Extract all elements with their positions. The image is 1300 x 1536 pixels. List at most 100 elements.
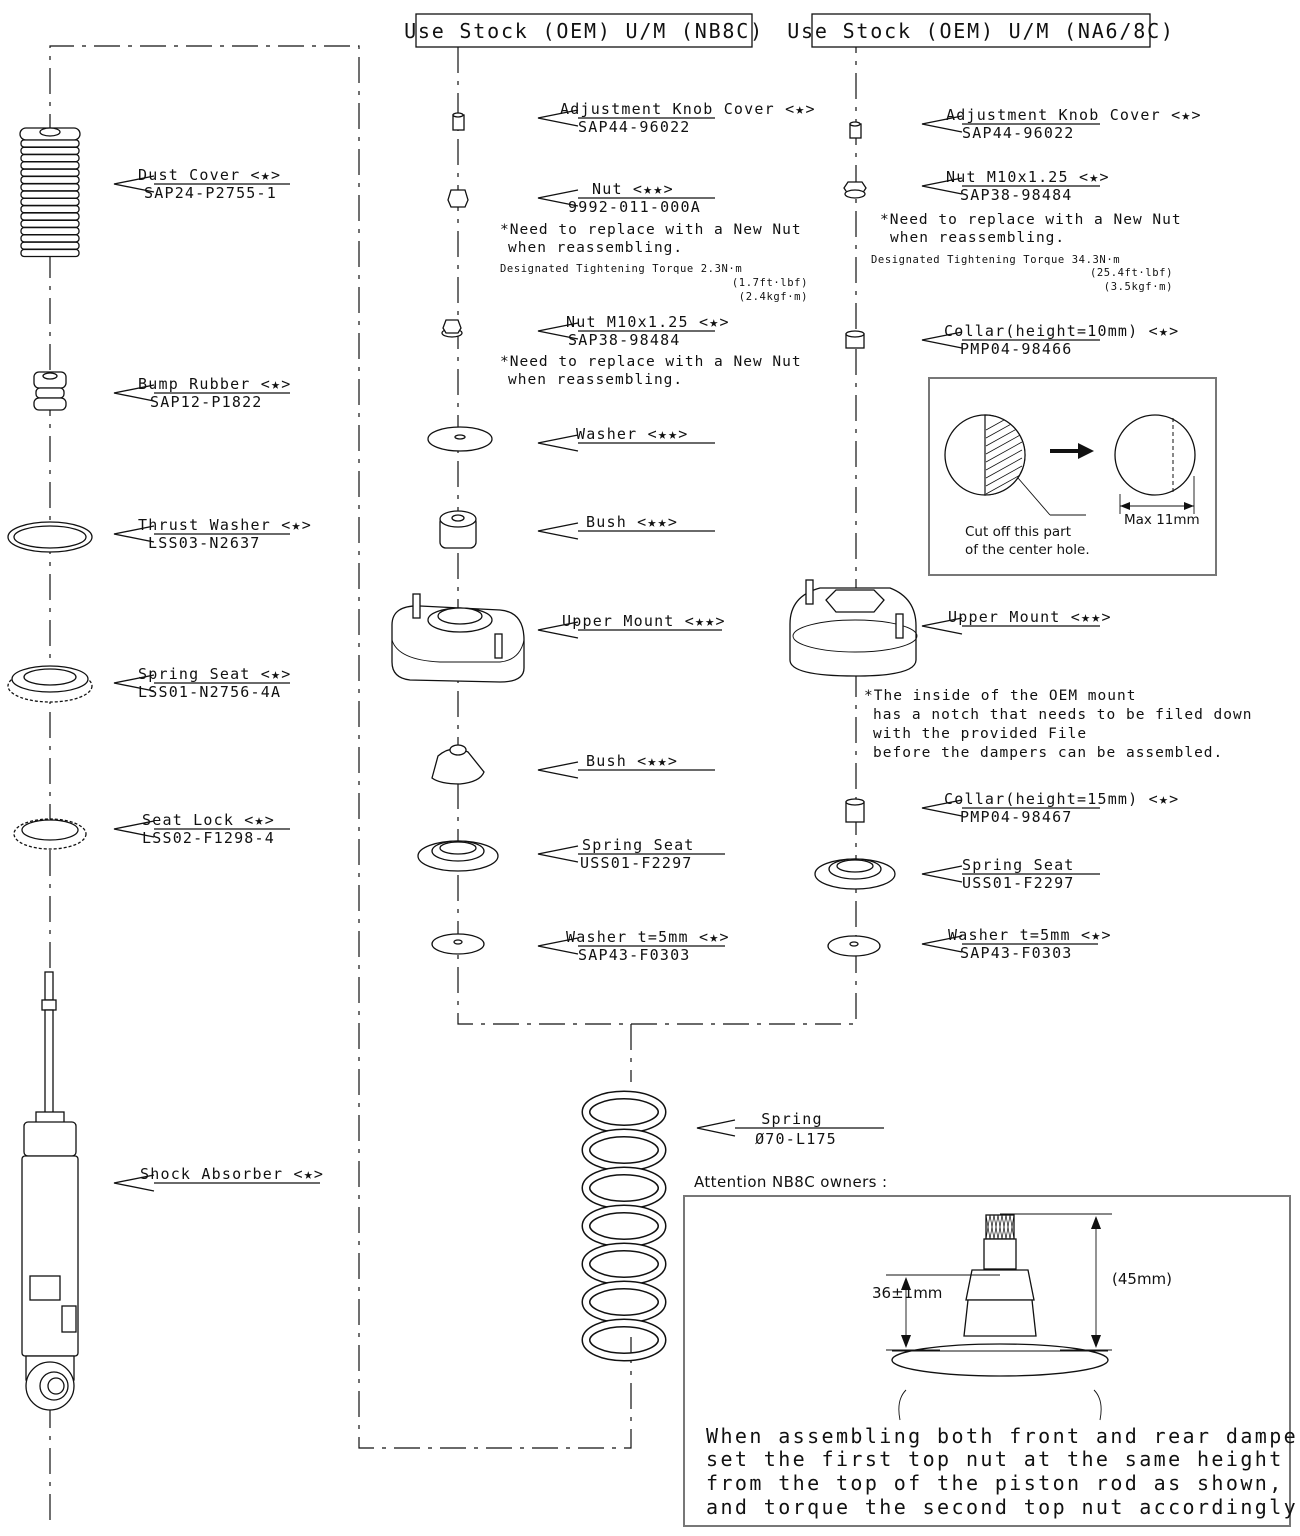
na-spring-seat-drawing <box>814 858 896 890</box>
bellows-fold <box>20 168 80 177</box>
nb8c-bush2-drawing <box>431 744 485 785</box>
seat-lock-name: Seat Lock <★> <box>142 811 275 829</box>
nb8c-nut2-name: Nut M10x1.25 <★> <box>566 313 730 331</box>
nb8c-torque-kgf: (2.4kgf·m) <box>739 291 808 303</box>
na-adj-knob-name: Adjustment Knob Cover <★> <box>946 106 1202 124</box>
bellows-fold <box>20 205 80 214</box>
dim-45mm: (45mm) <box>1112 1270 1172 1288</box>
nb8c-nut2-note-2: when reassembling. <box>508 372 683 388</box>
nb8c-nut2-part: SAP38-98484 <box>568 331 681 349</box>
na-spring-seat-part: USS01-F2297 <box>962 874 1075 892</box>
nb8c-column-labels: Adjustment Knob Cover <★>SAP44-96022Nut … <box>500 100 816 964</box>
na-mount-note-4: before the dampers can be assembled. <box>873 745 1223 761</box>
na-nut-drawing <box>843 181 867 199</box>
thrust-washer-drawing <box>7 521 93 553</box>
bellows-fold <box>20 197 80 207</box>
bellows-fold <box>20 146 80 155</box>
hatched-area <box>984 414 1026 496</box>
cut-caption-2: of the center hole. <box>965 542 1090 558</box>
attention-title: Attention NB8C owners : <box>694 1173 887 1191</box>
na-upper-mount-drawing <box>789 579 918 677</box>
header-na68c-text: Use Stock (OEM) U/M (NA6/8C) <box>787 19 1175 43</box>
nb8c-adj-knob-part: SAP44-96022 <box>578 118 691 136</box>
spring-seat-left-name: Spring Seat <★> <box>138 665 291 683</box>
seat-lock-part: LSS02-F1298-4 <box>142 829 275 847</box>
na-collar15-name: Collar(height=15mm) <★> <box>944 790 1179 808</box>
spring-seat-left-drawing <box>7 665 93 703</box>
spring-part: Ø70-L175 <box>755 1130 837 1148</box>
spring-name: Spring <box>761 1110 822 1128</box>
nb8c-adj-knob-name: Adjustment Knob Cover <★> <box>560 100 816 118</box>
na-collar10-name: Collar(height=10mm) <★> <box>944 322 1179 340</box>
nb8c-adj-knob-drawing <box>452 112 465 131</box>
nb8c-washer-drawing <box>427 426 493 452</box>
nb8c-washer5-drawing <box>431 933 485 955</box>
nb8c-nut-name: Nut <★★> <box>592 180 674 198</box>
na-collar15-part: PMP04-98467 <box>960 808 1073 826</box>
nb8c-nut2-drawing <box>441 319 463 338</box>
nb8c-nut-note-2: when reassembling. <box>508 240 683 256</box>
na-mount-note-1: *The inside of the OEM mount <box>864 688 1136 704</box>
nb8c-torque-ft: (1.7ft·lbf) <box>732 277 808 289</box>
spring-label: Spring Ø70-L175 <box>696 1110 884 1148</box>
nb8c-bush2-name: Bush <★★> <box>586 752 678 770</box>
bellows-fold <box>20 212 80 221</box>
na-adj-knob-part: SAP44-96022 <box>962 124 1075 142</box>
spring-seat-left-part: LSS01-N2756-4A <box>138 683 281 701</box>
bellows-fold <box>20 219 80 228</box>
header-nb8c-text: Use Stock (OEM) U/M (NB8C) <box>404 19 764 43</box>
dust-cover-part: SAP24-P2755-1 <box>144 184 277 202</box>
nb8c-upper-mount-drawing <box>391 593 525 683</box>
bellows-fold <box>20 183 80 192</box>
cut-caption-1: Cut off this part <box>965 524 1071 540</box>
bellows-fold <box>20 153 80 163</box>
na-collar15-drawing <box>845 798 865 823</box>
nb8c-bush1-name: Bush <★★> <box>586 513 678 531</box>
na-collar10-part: PMP04-98466 <box>960 340 1073 358</box>
nb8c-nut2-note-1: *Need to replace with a New Nut <box>500 354 802 370</box>
nb8c-spring-seat-name: Spring Seat <box>582 836 695 854</box>
attention-line-2: set the first top nut at the same height <box>706 1447 1284 1471</box>
na-mount-note-2: has a notch that needs to be filed down <box>873 707 1252 723</box>
bellows-fold <box>20 234 80 243</box>
na-washer5-name: Washer t=5mm <★> <box>948 926 1112 944</box>
na-collar10-drawing <box>845 330 865 349</box>
header-nb8c: Use Stock (OEM) U/M (NB8C) <box>404 13 764 48</box>
bump-rubber-part: SAP12-P1822 <box>150 393 263 411</box>
na-spring-seat-name: Spring Seat <box>962 856 1075 874</box>
attention-line-3: from the top of the piston rod as shown, <box>706 1471 1284 1495</box>
na-nut-note-2: when reassembling. <box>890 230 1065 246</box>
attention-line-1: When assembling both front and rear damp… <box>706 1424 1300 1448</box>
na-adj-knob-drawing <box>849 121 862 139</box>
center-lines <box>49 45 857 1520</box>
attention-box: Attention NB8C owners : 36±1mm (45mm) Wh… <box>683 1173 1300 1527</box>
bellows-fold <box>20 226 80 236</box>
dim-36mm: 36±1mm <box>872 1284 942 1302</box>
nb8c-spring-seat-part: USS01-F2297 <box>580 854 693 872</box>
nb8c-spring-seat-drawing <box>417 840 499 872</box>
na-torque-kgf: (3.5kgf·m) <box>1104 281 1173 293</box>
na-nut-name: Nut M10x1.25 <★> <box>946 168 1110 186</box>
na-column-labels: Adjustment Knob Cover <★>SAP44-96022Nut … <box>864 106 1252 962</box>
na-upper-mount-name: Upper Mount <★★> <box>948 608 1112 626</box>
nb8c-nut-note-1: *Need to replace with a New Nut <box>500 222 802 238</box>
bellows-fold <box>20 175 80 185</box>
header-na68c: Use Stock (OEM) U/M (NA6/8C) <box>787 13 1175 48</box>
thrust-washer-part: LSS03-N2637 <box>148 534 261 552</box>
shock-absorber-name: Shock Absorber <★> <box>140 1165 324 1183</box>
cut-off-detail-box: Max 11mm Cut off this part of the center… <box>928 377 1217 576</box>
nb8c-bush1-drawing <box>439 510 477 549</box>
nb8c-washer5-part: SAP43-F0303 <box>578 946 691 964</box>
dust-cover-name: Dust Cover <★> <box>138 166 281 184</box>
bellows-fold <box>20 241 80 250</box>
seat-lock-drawing <box>13 818 87 850</box>
nb8c-nut-drawing <box>447 189 469 208</box>
bump-rubber-drawing <box>33 371 67 411</box>
bellows-fold <box>20 161 80 170</box>
na-torque-ft: (25.4ft·lbf) <box>1090 267 1173 279</box>
na-nut-part: SAP38-98484 <box>960 186 1073 204</box>
nb8c-upper-mount-name: Upper Mount <★★> <box>562 612 726 630</box>
